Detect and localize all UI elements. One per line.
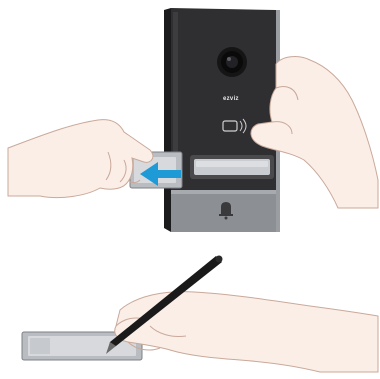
brand-logo: ezviz xyxy=(223,96,239,102)
writing-hand xyxy=(115,292,378,372)
doorbell-device xyxy=(164,8,280,232)
camera-lens-icon xyxy=(217,47,247,77)
nameplate-slot xyxy=(190,155,274,179)
